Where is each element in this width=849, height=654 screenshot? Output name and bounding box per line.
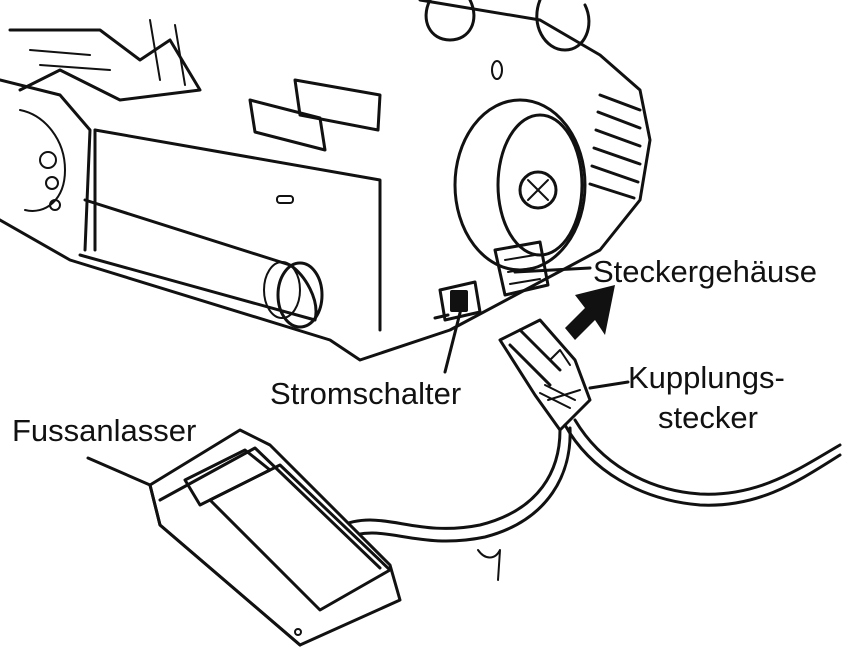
- power-cord: [313, 418, 842, 581]
- coupling-plug-label-line1: Kupplungs-: [628, 360, 785, 395]
- foot-control-label: Fussanlasser: [12, 413, 196, 448]
- leader-lines: [86, 266, 630, 487]
- plug-housing-label: Steckergehäuse: [593, 254, 817, 289]
- power-switch-label: Stromschalter: [270, 376, 461, 411]
- sewing-machine: [0, 0, 652, 362]
- foot-control: [148, 428, 402, 647]
- coupling-plug-label-line2: stecker: [658, 400, 758, 435]
- insert-arrow: [565, 285, 615, 340]
- coupling-plug: [498, 318, 592, 432]
